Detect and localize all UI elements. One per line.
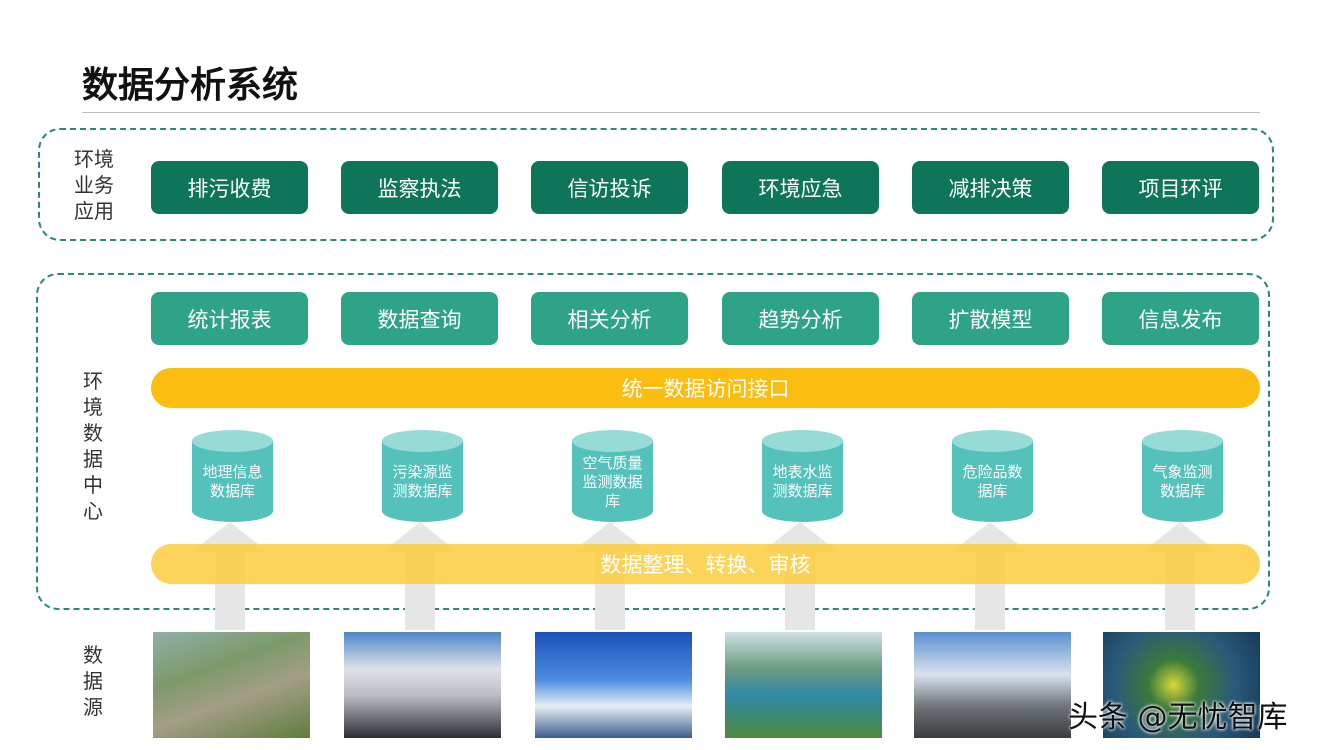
function-button[interactable]: 统计报表 [151, 292, 308, 345]
label-line: 据 [83, 669, 103, 693]
aerial-farmland-photo [153, 632, 310, 738]
watermark: 头条 @无忧智库 [1068, 700, 1288, 735]
function-button[interactable]: 趋势分析 [722, 292, 879, 345]
database-label: 地理信息数据库 [202, 463, 263, 500]
data-center-label: 环 境 数 据 中 心 [78, 368, 108, 524]
app-button[interactable]: 项目环评 [1102, 161, 1259, 214]
monitoring-map-screenshot [1103, 632, 1260, 738]
data-processing-bar: 数据整理、转换、审核 [151, 544, 1260, 584]
function-button[interactable]: 扩散模型 [912, 292, 1069, 345]
database-label: 气象监测数据库 [1152, 463, 1213, 500]
label-line: 源 [83, 695, 103, 719]
label-line: 中 [83, 473, 103, 497]
data-source-label: 数 据 源 [78, 642, 108, 720]
database-label: 污染源监测数据库 [392, 463, 453, 500]
label-line: 应用 [74, 199, 114, 223]
app-button[interactable]: 环境应急 [722, 161, 879, 214]
label-line: 据 [83, 447, 103, 471]
database-cylinder-icon: 地表水监测数据库 [762, 430, 843, 522]
chemical-plant-photo [914, 632, 1071, 738]
database-cylinder-icon: 地理信息数据库 [192, 430, 273, 522]
app-button[interactable]: 排污收费 [151, 161, 308, 214]
function-button[interactable]: 相关分析 [531, 292, 688, 345]
database-cylinder-icon: 污染源监测数据库 [382, 430, 463, 522]
database-cylinder-icon: 空气质量监测数据库 [572, 430, 653, 522]
data-center-section [36, 273, 1270, 610]
database-cylinder-icon: 危险品数据库 [952, 430, 1033, 522]
function-button[interactable]: 数据查询 [341, 292, 498, 345]
access-interface-bar: 统一数据访问接口 [151, 368, 1260, 408]
app-button[interactable]: 监察执法 [341, 161, 498, 214]
label-line: 数 [83, 643, 103, 667]
title-divider [82, 112, 1260, 113]
factory-smoke-photo [344, 632, 501, 738]
database-label: 地表水监测数据库 [772, 463, 833, 500]
apps-section [38, 128, 1274, 241]
app-button[interactable]: 减排决策 [912, 161, 1069, 214]
label-line: 环境 [74, 147, 114, 171]
app-button[interactable]: 信访投诉 [531, 161, 688, 214]
label-line: 境 [83, 395, 103, 419]
city-sky-photo [535, 632, 692, 738]
apps-label: 环境 业务 应用 [66, 146, 122, 224]
label-line: 环 [83, 369, 103, 393]
label-line: 数 [83, 421, 103, 445]
reservoir-photo [725, 632, 882, 738]
label-line: 业务 [74, 173, 114, 197]
database-label: 危险品数据库 [962, 463, 1023, 500]
label-line: 心 [83, 499, 103, 523]
database-cylinder-icon: 气象监测数据库 [1142, 430, 1223, 522]
page-title: 数据分析系统 [82, 65, 299, 106]
database-label: 空气质量监测数据库 [582, 453, 643, 510]
function-button[interactable]: 信息发布 [1102, 292, 1259, 345]
